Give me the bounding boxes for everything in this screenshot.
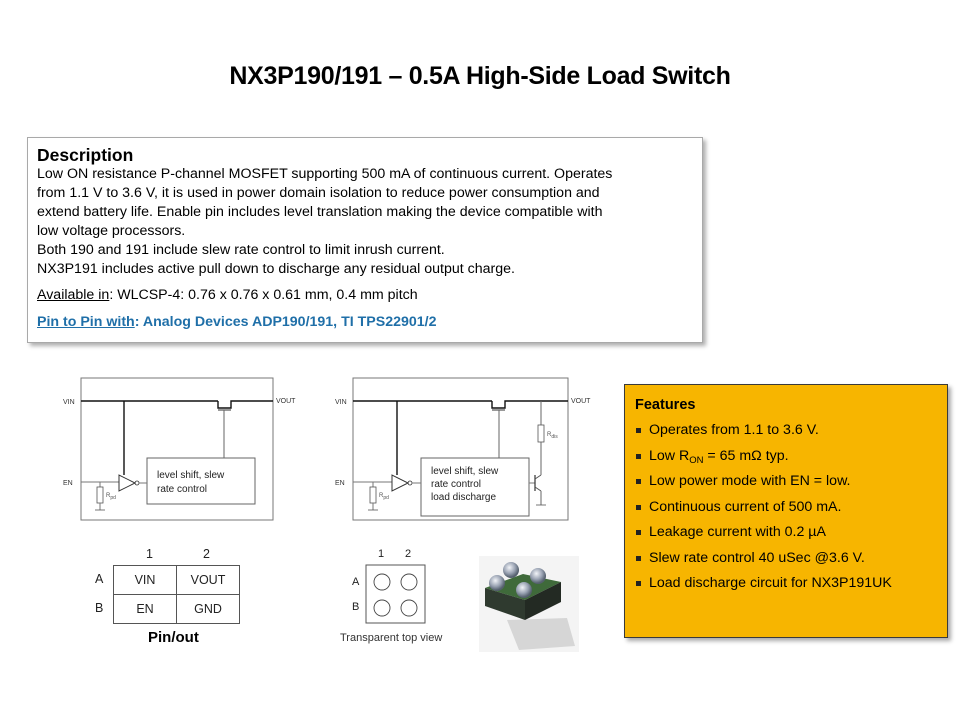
topview-col-label: 1 <box>378 548 385 560</box>
block-diagram-190: VIN VOUT EN Rpd level shift, slew rate c… <box>55 375 315 525</box>
block-diagram-191: VIN VOUT EN Rpd Rdis level shift, slew r… <box>325 375 600 525</box>
topview-row-label: B <box>352 601 360 613</box>
bump-a1 <box>373 573 391 591</box>
block-label-line: rate control <box>157 484 207 495</box>
pin-to-pin-link[interactable]: Pin to Pin with <box>37 314 135 330</box>
feature-item: Load discharge circuit for NX3P191UK <box>635 573 947 599</box>
bump-b1 <box>373 599 391 617</box>
available-label: Available in <box>37 287 110 303</box>
pin-cell: GND <box>176 594 240 624</box>
feature-item: Continuous current of 500 mA. <box>635 497 947 523</box>
feature-item: Operates from 1.1 to 3.6 V. <box>635 420 947 446</box>
vout-label: VOUT <box>276 398 296 405</box>
pin-cell: EN <box>113 594 177 624</box>
features-list: Operates from 1.1 to 3.6 V. Low RON = 65… <box>635 420 947 599</box>
bump-a2 <box>400 573 418 591</box>
package-image <box>479 556 579 652</box>
block-label-line: level shift, slew <box>157 470 225 481</box>
pin-compat: Pin to Pin with: Analog Devices ADP190/1… <box>37 313 693 332</box>
rpd-label: Rpd <box>106 493 116 501</box>
block-label-line: load discharge <box>431 492 496 503</box>
pinout-row-label: B <box>95 601 104 615</box>
bump-b2 <box>400 599 418 617</box>
topview-caption: Transparent top view <box>340 632 443 644</box>
features-heading: Features <box>635 397 696 413</box>
en-label: EN <box>63 480 73 487</box>
description-box: Description Low ON resistance P-channel … <box>27 137 703 343</box>
description-body: Low ON resistance P-channel MOSFET suppo… <box>37 165 693 279</box>
pinout-row-label: A <box>95 572 104 586</box>
pinout-row: EN GND <box>113 594 240 624</box>
pinout-col-label: 2 <box>203 547 210 561</box>
pinout-caption: Pin/out <box>148 629 199 646</box>
vin-label: VIN <box>335 399 347 406</box>
feature-item: Low RON = 65 mΩ typ. <box>635 446 947 472</box>
slide-title: NX3P190/191 – 0.5A High-Side Load Switch <box>229 62 731 90</box>
vout-label: VOUT <box>571 398 591 405</box>
topview-row-label: A <box>352 576 360 588</box>
topview-col-label: 2 <box>405 548 412 560</box>
pin-compat-value: : Analog Devices ADP190/191, TI TPS22901… <box>134 314 437 330</box>
description-line: extend battery life. Enable pin includes… <box>37 204 603 220</box>
feature-item: Low power mode with EN = low. <box>635 471 947 497</box>
pinout-col-label: 1 <box>146 547 153 561</box>
feature-item: Slew rate control 40 uSec @3.6 V. <box>635 548 947 574</box>
description-line: NX3P191 includes active pull down to dis… <box>37 261 515 277</box>
block-label-line: level shift, slew <box>431 466 499 477</box>
description-line: from 1.1 V to 3.6 V, it is used in power… <box>37 185 600 201</box>
rdis-label: Rdis <box>547 432 558 440</box>
available-value: : WLCSP-4: 0.76 x 0.76 x 0.61 mm, 0.4 mm… <box>109 287 418 303</box>
description-heading: Description <box>37 145 134 165</box>
rpd-label: Rpd <box>379 493 389 501</box>
topview-diagram <box>365 564 427 626</box>
vin-label: VIN <box>63 399 75 406</box>
pinout-row: VIN VOUT <box>113 565 240 595</box>
description-line: low voltage processors. <box>37 223 186 239</box>
description-line: Both 190 and 191 include slew rate contr… <box>37 242 445 258</box>
en-label: EN <box>335 480 345 487</box>
availability: Available in: WLCSP-4: 0.76 x 0.76 x 0.6… <box>37 286 693 305</box>
description-line: Low ON resistance P-channel MOSFET suppo… <box>37 166 613 182</box>
pinout-table: VIN VOUT EN GND <box>113 565 240 624</box>
block-label-line: rate control <box>431 479 481 490</box>
feature-item: Leakage current with 0.2 µA <box>635 522 947 548</box>
pin-cell: VOUT <box>176 565 240 595</box>
pin-cell: VIN <box>113 565 177 595</box>
features-box: Features Operates from 1.1 to 3.6 V. Low… <box>624 384 948 638</box>
